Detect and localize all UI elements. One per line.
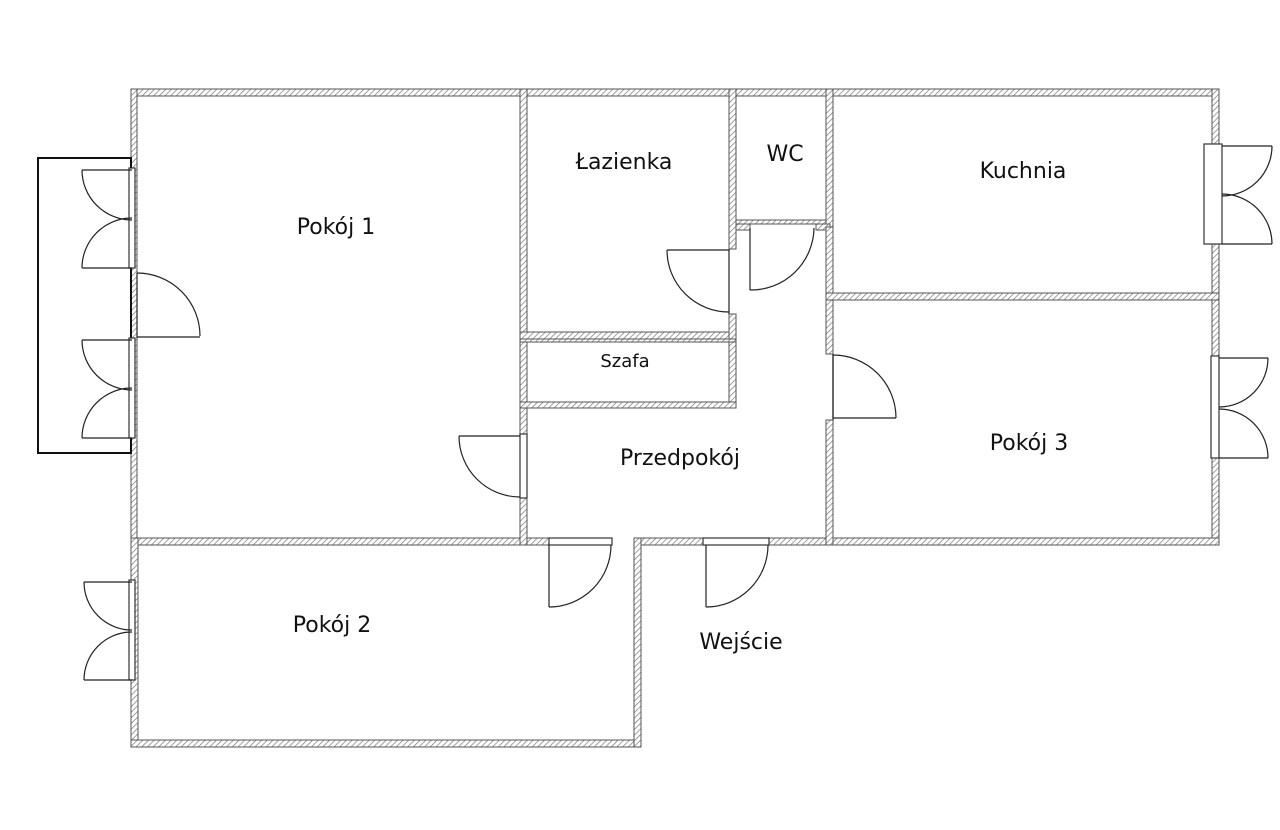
window-leaf-arc <box>1221 193 1273 245</box>
door-arc-pokoj2 <box>548 544 612 608</box>
wall-outer-top <box>130 88 1220 97</box>
door-arc-balcony <box>136 272 201 337</box>
door-arc-pokoj3 <box>832 354 897 419</box>
window-leaf-arc <box>81 169 133 221</box>
windows <box>81 143 1273 681</box>
door-arc-wc <box>749 227 815 291</box>
wall-szafa-bottom <box>519 401 737 409</box>
wall-wc-bottom-left <box>735 223 751 231</box>
wall-hall-right-upper <box>825 226 834 355</box>
window-frame-pokoj3 <box>1210 355 1220 459</box>
door-frame-pokoj1 <box>519 433 528 499</box>
door-frame-pokoj2 <box>548 537 613 546</box>
window-leaf-arc <box>1218 408 1269 459</box>
door-frame-entrance <box>702 537 770 546</box>
wall-lazienka-wc-upper <box>728 88 737 250</box>
label-wejscie: Wejście <box>699 630 782 655</box>
label-pokoj3: Pokój 3 <box>990 431 1068 456</box>
label-lazienka: Łazienka <box>575 150 673 175</box>
wall-wc-right <box>825 88 834 228</box>
window-leaf-arc <box>1221 145 1273 197</box>
window-frame-kuchnia <box>1203 143 1223 245</box>
label-przedpokoj: Przedpokój <box>620 446 740 471</box>
wall-pokoj1-right-lower <box>519 497 528 546</box>
window-leaf-arc <box>1218 357 1269 408</box>
label-wc: WC <box>766 142 803 167</box>
wall-kuchnia-pokoj3 <box>825 292 1220 301</box>
window-leaf-arc <box>83 631 133 681</box>
window-leaf-arc <box>83 581 133 631</box>
walls <box>130 88 1220 748</box>
wall-pokoj1-right-upper <box>519 88 528 435</box>
window-leaf-arc <box>81 339 133 391</box>
door-arc-lazienka <box>666 249 730 313</box>
wall-lazienka-right-lower <box>728 313 737 408</box>
wall-szafa-top <box>519 338 737 343</box>
wall-pokoj1-pokoj2 <box>130 537 550 546</box>
wall-lazienka-bottom <box>519 331 737 340</box>
balcony-outline <box>37 157 132 454</box>
door-arc-pokoj1 <box>458 435 521 498</box>
label-pokoj2: Pokój 2 <box>293 613 371 638</box>
label-szafa: Szafa <box>600 351 649 372</box>
window-leaf-arc <box>81 217 133 269</box>
wall-hall-right-lower <box>825 419 834 546</box>
doors <box>136 227 897 608</box>
wall-wc-bottom <box>735 219 827 225</box>
wall-pokoj2-right <box>633 537 642 748</box>
label-kuchnia: Kuchnia <box>980 159 1067 184</box>
window-leaf-arc <box>81 387 133 439</box>
label-pokoj1: Pokój 1 <box>297 215 375 240</box>
room-labels: Pokój 1 Łazienka WC Kuchnia Szafa Przedp… <box>293 142 1068 655</box>
wall-pokoj2-bottom <box>130 739 642 748</box>
door-arc-entrance <box>705 544 769 608</box>
